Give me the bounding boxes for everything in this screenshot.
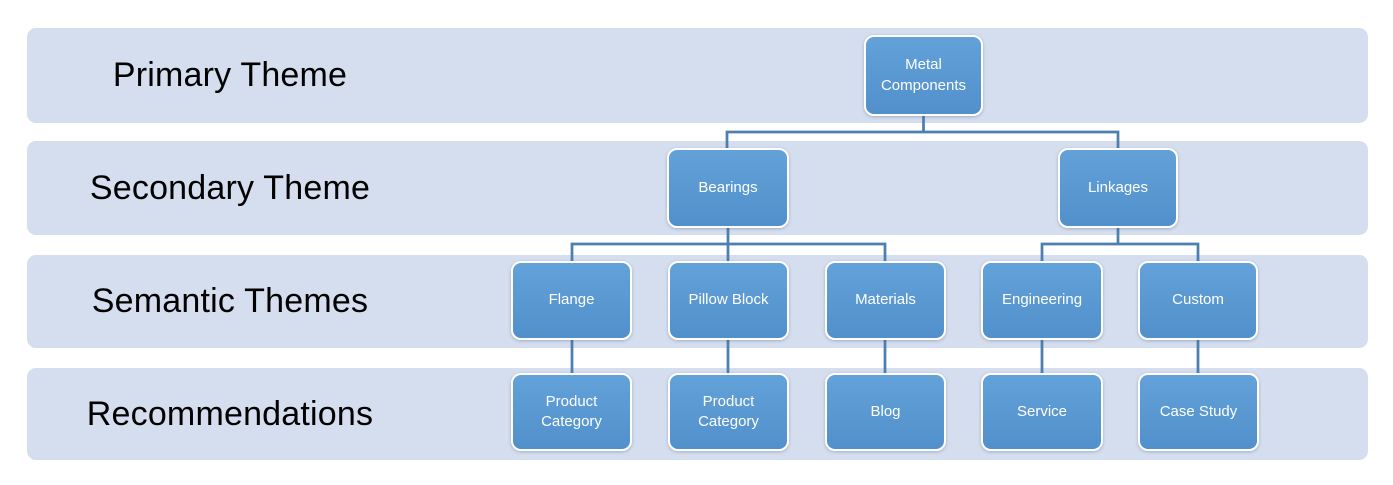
node-blog: Blog xyxy=(825,373,946,451)
row-label-primary-theme: Primary Theme xyxy=(112,56,348,94)
row-label-semantic-themes: Semantic Themes xyxy=(91,282,369,320)
node-flange: Flange xyxy=(511,261,632,340)
node-label: Pillow Block xyxy=(688,291,769,309)
node-label: Case Study xyxy=(1159,402,1238,420)
node-case-study: Case Study xyxy=(1138,373,1259,451)
row-label-recommendations: Recommendations xyxy=(86,394,374,433)
node-product-category-2: Product Category xyxy=(668,373,789,451)
node-metal-components: Metal Components xyxy=(864,35,983,116)
node-label: Blog xyxy=(870,402,901,420)
node-label: Metal Components xyxy=(880,56,967,94)
row-band-primary-theme: Primary Theme xyxy=(27,28,1368,123)
node-label: Product Category xyxy=(698,392,759,430)
node-product-category-1: Product Category xyxy=(511,373,632,451)
row-label-secondary-theme: Secondary Theme xyxy=(89,168,371,207)
node-engineering: Engineering xyxy=(981,261,1103,340)
node-bearings: Bearings xyxy=(667,148,789,228)
node-label: Linkages xyxy=(1087,178,1149,196)
node-label: Materials xyxy=(855,291,916,309)
node-label: Custom xyxy=(1172,291,1224,309)
node-label: Product Category xyxy=(541,392,602,430)
node-custom: Custom xyxy=(1138,261,1258,340)
node-pillow-block: Pillow Block xyxy=(668,261,789,340)
node-label: Bearings xyxy=(698,178,758,196)
node-label: Service xyxy=(1016,402,1068,420)
node-label: Engineering xyxy=(1001,291,1083,309)
node-label: Flange xyxy=(548,291,595,309)
node-materials: Materials xyxy=(825,261,946,340)
node-linkages: Linkages xyxy=(1058,148,1178,228)
node-service: Service xyxy=(981,373,1103,451)
